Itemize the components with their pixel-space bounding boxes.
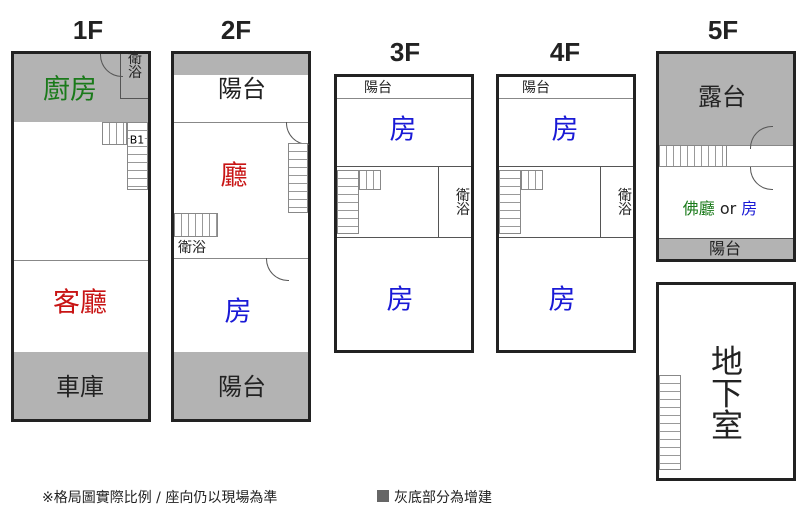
wall <box>438 166 439 238</box>
stair <box>659 145 727 167</box>
bath-label: 衛浴 <box>178 240 206 256</box>
shrine-or-room-label: 佛廳 or 房 <box>683 201 758 217</box>
divider <box>174 122 308 123</box>
wall <box>600 166 601 238</box>
hall-label: 廳 <box>220 160 248 192</box>
bath-label: 衛浴 <box>616 187 632 219</box>
bath-text: 衛浴 <box>616 187 632 216</box>
stair <box>337 170 359 234</box>
divider <box>14 260 148 261</box>
gray-legend-swatch <box>377 490 389 502</box>
bath-text: 衛浴 <box>126 50 142 79</box>
room-label: 房 <box>551 114 579 146</box>
stair <box>521 170 543 190</box>
balcony-label: 陽台 <box>708 239 742 258</box>
hallway <box>337 166 471 238</box>
divider <box>174 258 308 259</box>
stair-b1 <box>127 122 148 190</box>
room-label: 房 <box>224 296 252 328</box>
basement-label: 地下室 <box>706 344 744 446</box>
floor-title-4f: 4F <box>549 37 581 67</box>
basement-text: 地下室 <box>706 344 744 441</box>
balcony-label: 陽台 <box>364 80 392 96</box>
kitchen-area <box>14 54 148 122</box>
bath-label: 衛浴 <box>454 187 470 219</box>
balcony-label: 陽台 <box>522 80 550 96</box>
floor-title-3f: 3F <box>389 37 421 67</box>
hallway <box>499 166 633 238</box>
stair-label: B1 <box>129 133 145 147</box>
stair <box>174 213 218 237</box>
stair <box>102 122 127 145</box>
balcony-label: 陽台 <box>218 75 266 103</box>
floor-title-5f: 5F <box>707 15 739 45</box>
stair <box>288 143 308 213</box>
terrace-label: 露台 <box>698 83 746 111</box>
addition-area <box>174 54 308 75</box>
stair <box>499 170 521 234</box>
kitchen-label: 廚房 <box>43 74 97 106</box>
or-text: or <box>719 199 737 218</box>
stair <box>659 375 681 470</box>
balcony-label: 陽台 <box>218 373 266 401</box>
garage-label: 車庫 <box>56 373 104 401</box>
disclaimer-note: ※格局圖實際比例 / 座向仍以現場為準 <box>42 490 278 506</box>
balcony-area <box>174 352 308 419</box>
room-label: 房 <box>389 114 417 146</box>
floor-title-1f: 1F <box>72 15 104 45</box>
balcony-area <box>659 238 793 259</box>
divider <box>337 98 471 99</box>
bath-label: 衛浴 <box>126 50 142 82</box>
room-label: 房 <box>548 284 576 316</box>
shrine-label: 佛廳 <box>682 199 715 218</box>
room-label: 房 <box>741 199 758 218</box>
legend-note: 灰底部分為增建 <box>394 490 492 506</box>
floor-title-2f: 2F <box>220 15 252 45</box>
garage-area <box>14 352 148 419</box>
divider <box>499 98 633 99</box>
room-label: 房 <box>386 284 414 316</box>
living-room-label: 客廳 <box>53 287 107 319</box>
bath-text: 衛浴 <box>454 187 470 216</box>
stair <box>359 170 381 190</box>
